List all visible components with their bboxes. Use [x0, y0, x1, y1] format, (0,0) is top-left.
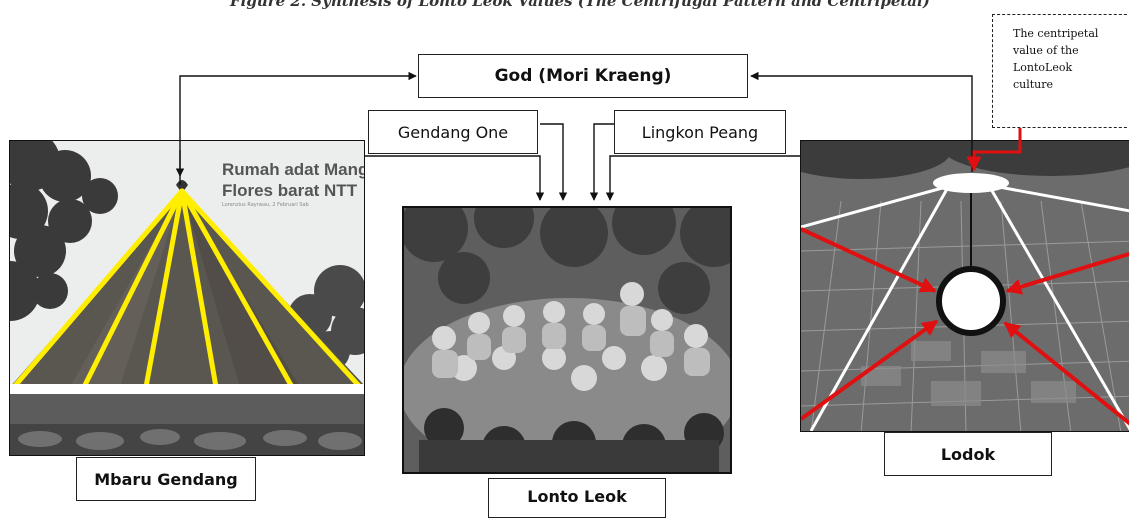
lodok-photo — [800, 140, 1129, 432]
arrow-mbaru-to-god — [179, 71, 417, 185]
line-mbaru-to-lonto — [365, 155, 545, 201]
center-circle — [936, 266, 1006, 336]
node-lonto-leok: Lonto Leok — [488, 478, 666, 518]
arrow-lingkon-to-lonto — [589, 123, 614, 201]
lonto-leok-illustration — [404, 208, 730, 472]
node-gendang-one: Gendang One — [368, 110, 538, 154]
node-mbaru-gendang: Mbaru Gendang — [76, 457, 256, 501]
centripetal-note-line-3: LontoLeok — [1013, 61, 1073, 74]
mbaru-photo-title: Rumah adat Mang Flores barat NTT — [222, 159, 365, 201]
lonto-leok-photo — [402, 206, 732, 474]
figure-caption: Figure 2. Synthesis of Lonto Leok Values… — [230, 0, 930, 10]
tree-foliage-left — [10, 141, 118, 321]
node-god: God (Mori Kraeng) — [418, 54, 748, 98]
mbaru-photo-subtitle: Lorenzius Rayneau, 2 Februari Sab — [222, 202, 309, 208]
centripetal-red-arrows — [801, 227, 1129, 426]
line-lodok-to-lonto — [605, 155, 800, 201]
mbaru-gendang-illustration — [10, 141, 364, 455]
centripetal-note-line-2: value of the — [1013, 44, 1079, 57]
foreground-people — [419, 408, 724, 472]
background-hills — [801, 141, 1129, 179]
node-lingkon-peang: Lingkon Peang — [614, 110, 786, 154]
top-ellipse — [933, 173, 1009, 193]
background-foliage — [404, 208, 730, 314]
mbaru-gendang-photo: Rumah adat Mang Flores barat NTT Lorenzi… — [9, 140, 365, 456]
mbaru-photo-title-line-1: Rumah adat Mang — [222, 160, 365, 179]
arrow-centripetal-to-lodok — [966, 128, 1022, 172]
white-radial-lines — [801, 185, 1129, 431]
centripetal-note-box: The centripetal value of the LontoLeok c… — [992, 14, 1129, 128]
lodok-illustration — [801, 141, 1129, 431]
roof-base-line — [10, 384, 364, 394]
people-bodies — [432, 306, 710, 378]
centripetal-note-line-4: culture — [1013, 78, 1054, 91]
mbaru-photo-title-line-2: Flores barat NTT — [222, 181, 358, 200]
arrow-lodok-to-god — [750, 71, 973, 172]
node-lodok: Lodok — [884, 432, 1052, 476]
arrow-gendang-to-lonto — [540, 123, 568, 201]
centripetal-note-line-1: The centripetal — [1013, 27, 1099, 40]
yellow-ray-lines — [11, 188, 363, 390]
rice-field-plots — [801, 200, 1129, 431]
